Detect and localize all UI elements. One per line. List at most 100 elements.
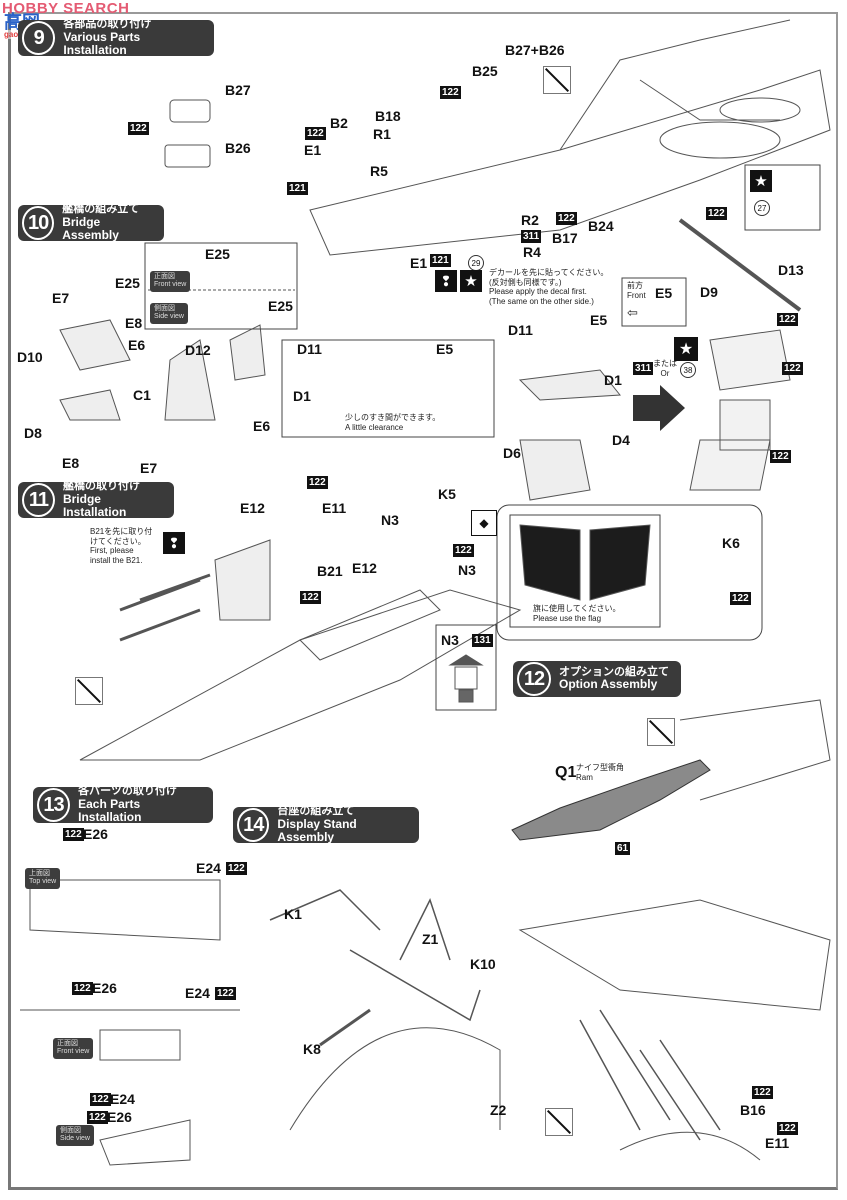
paint-code-badge: 311 [633,362,654,375]
part-label: E5 [436,341,454,357]
part-d1-drawing [518,369,621,401]
lantern-callout-box [435,624,497,711]
flag-callout-box [496,504,763,641]
decal-star-icon: ★ [460,270,482,292]
part-label: Z2 [490,1102,507,1118]
paint-code-badge: 122 [305,127,326,140]
paint-code-badge: 122 [90,1093,111,1106]
flag-note: 旗に使用してください。Please use the flag [533,604,621,623]
clearance-box [281,339,495,438]
part-label: D11 [508,322,533,338]
ram-note-en: Ram [576,772,593,782]
step-title-en: Each Parts Installation [78,796,142,825]
part-label: N3 [381,512,399,528]
part-label: B17 [552,230,578,246]
b21-note-en-2: install the B21. [90,555,143,565]
engine-drawing [719,97,801,123]
part-d8-drawing [59,389,121,421]
ship-hull-step11-drawing [79,589,522,761]
decal-note-jp-1: デカールを先に貼ってください。 [489,268,609,277]
part-label: B24 [588,218,614,234]
base-z2-drawing [289,1027,501,1131]
clearance-note-en: A little clearance [345,422,404,432]
paint-code-badge: 122 [440,86,461,99]
part-label: B18 [375,108,401,124]
b21-note-jp-1: B21を先に取り付 [90,527,153,536]
part-label: E11 [765,1135,790,1151]
lantern-drawing [448,654,484,666]
step-number: 9 [22,21,56,55]
side-view-jp: 側面図 [60,1127,81,1134]
paint-code-badge: 122 [307,476,328,489]
side-view-drawing [99,1119,191,1166]
flag-left-drawing [519,524,581,601]
part-c1-drawing [164,339,216,421]
step-title-jp: 各パーツの取り付け [78,784,177,797]
part-label: B16 [740,1102,766,1118]
step-title-en: Various Parts Installation [63,29,141,58]
paint-code-badge: 311 [521,230,542,243]
b21-note-jp-2: けてください。 [90,536,146,546]
paint-code-badge: 122 [128,122,149,135]
paint-code-badge: 122 [777,1122,798,1135]
part-label: Z1 [422,931,439,947]
part-label: E5 [655,285,673,301]
e25-view-box [144,242,298,330]
clearance-note: 少しのすき間ができます。 A little clearance [345,413,440,432]
step-title-jp: オプションの組み立て [559,665,669,678]
paint-brush-icon: ❢ [163,532,185,554]
flag-note-jp: 旗に使用してください。 [533,604,621,613]
part-q1-ram-drawing [511,759,711,841]
part-d10-drawing [59,319,131,371]
part-label: E6 [128,337,146,353]
front-arrow-icon: ⇦ [627,305,638,320]
step-title-en: Display Stand Assembly [277,816,357,845]
step-number: 13 [37,788,71,822]
part-label: D8 [24,425,42,441]
part-label: E6 [253,418,271,434]
page-frame [8,12,838,1190]
no-glue-icon [647,718,675,746]
decal-star-icon: ★ [674,337,698,361]
decal-note-en-1: Please apply the decal first. [489,287,587,297]
part-label: D6 [503,445,521,461]
paint-code-badge: 121 [430,254,451,267]
part-label: E7 [140,460,158,476]
part-label: E24 [196,860,221,876]
step-number: 11 [22,483,55,517]
part-label: E26 [92,980,117,996]
part-label: E8 [125,315,143,331]
watermark-site: HOBBY SEARCH [2,0,130,17]
part-label: R5 [370,163,388,179]
step-number: 14 [237,808,270,842]
side-view-en: Side view [154,313,184,321]
paint-code-badge: 122 [63,828,84,841]
part-label: Q1 [555,764,577,781]
part-label: E1 [410,255,428,271]
part-label: D10 [17,349,43,365]
decal-star-icon: ★ [750,170,772,192]
part-label: B26 [225,140,251,156]
part-label: E1 [304,142,322,158]
part-label: E12 [240,500,265,516]
lantern-base-drawing [458,689,474,703]
step-number: 12 [517,662,551,696]
part-label: K1 [284,906,302,922]
part-label: B25 [472,63,498,79]
part-label: R2 [521,212,539,228]
front-e5-box [621,277,687,327]
part-label: N3 [458,562,476,578]
paint-code-badge: 121 [287,182,308,195]
part-label: K8 [303,1041,321,1057]
part-label: D4 [612,432,630,448]
flag-inner-box [509,514,661,628]
flag-right-drawing [589,524,651,601]
side-view-en: Side view [60,1135,90,1143]
